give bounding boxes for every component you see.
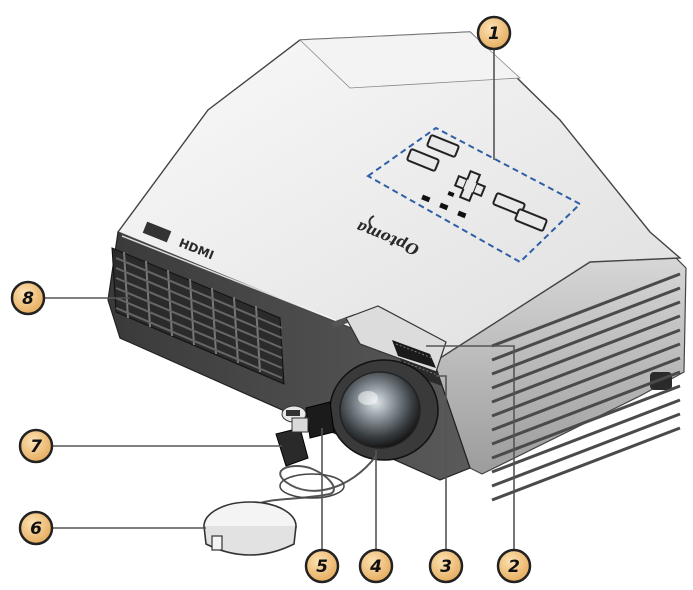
callout-3: 3 (428, 548, 464, 584)
led-indicator (447, 191, 455, 197)
side-vent-slat (491, 328, 681, 404)
led-indicator (439, 202, 449, 211)
front-vent-slat (115, 257, 283, 329)
front-vent-grille (111, 247, 285, 385)
side-vent-slat (491, 300, 681, 376)
callout-label: 6 (30, 519, 42, 539)
leader-line-3 (436, 375, 447, 560)
front-vent-slat (123, 251, 129, 319)
elevator-foot (275, 417, 309, 467)
side-vent-slat (491, 286, 681, 362)
front-vent-slat (115, 267, 283, 339)
front-vent-slat (115, 297, 283, 369)
leader-lines (44, 50, 515, 560)
callout-label: 1 (488, 24, 500, 44)
top-surface (116, 31, 682, 363)
callout-8: 8 (10, 280, 46, 316)
callout-label: 7 (30, 437, 42, 457)
keypad-four-way-pad (453, 169, 487, 203)
lens-cap-strap (257, 455, 377, 505)
zoom-ring (392, 340, 436, 368)
side-vent-slat (491, 370, 681, 446)
side-vent-slat (491, 384, 681, 460)
lens-cap (203, 455, 377, 556)
hdmi-badge-logo (142, 221, 172, 243)
side-vent-slat (491, 412, 681, 488)
rear-housing (299, 31, 521, 89)
keypad-button-resync (514, 208, 548, 232)
keypad-outline (366, 126, 582, 264)
callouts: 1 2 3 4 5 6 7 8 (10, 15, 532, 584)
front-vent-slats (115, 251, 283, 379)
callout-label: 8 (22, 289, 34, 309)
callout-2: 2 (496, 548, 532, 584)
leader-line-2 (426, 345, 515, 560)
callout-7: 7 (18, 428, 54, 464)
front-vent-slat (115, 287, 283, 359)
callout-5: 5 (304, 548, 340, 584)
front-vent-slat (115, 307, 283, 379)
side-vents (491, 272, 681, 502)
brand-swoosh (368, 215, 375, 229)
keypad-button-power (406, 148, 440, 172)
side-vent-slat (491, 342, 681, 418)
lens-glass (339, 371, 421, 449)
side-vent-slat (491, 272, 681, 348)
zoom-focus-window (345, 305, 447, 386)
side-vent-slat (491, 314, 681, 390)
focus-ring (400, 358, 442, 386)
tilt-label (286, 410, 300, 416)
keypad-button-source (426, 134, 460, 158)
led-indicator (421, 194, 431, 203)
side-vent-slat (491, 356, 681, 432)
callout-label: 5 (316, 557, 328, 577)
callout-label: 2 (508, 557, 520, 577)
callout-1: 1 (476, 15, 512, 51)
callout-6: 6 (18, 510, 54, 546)
side-vent-slat (491, 426, 681, 502)
lens-assembly (329, 359, 439, 461)
front-vent-slat (115, 277, 283, 349)
callout-label: 3 (440, 557, 452, 577)
side-vent-slat (491, 398, 681, 474)
callout-label: 4 (369, 557, 382, 577)
callout-4: 4 (358, 548, 394, 584)
led-indicator (457, 210, 467, 219)
